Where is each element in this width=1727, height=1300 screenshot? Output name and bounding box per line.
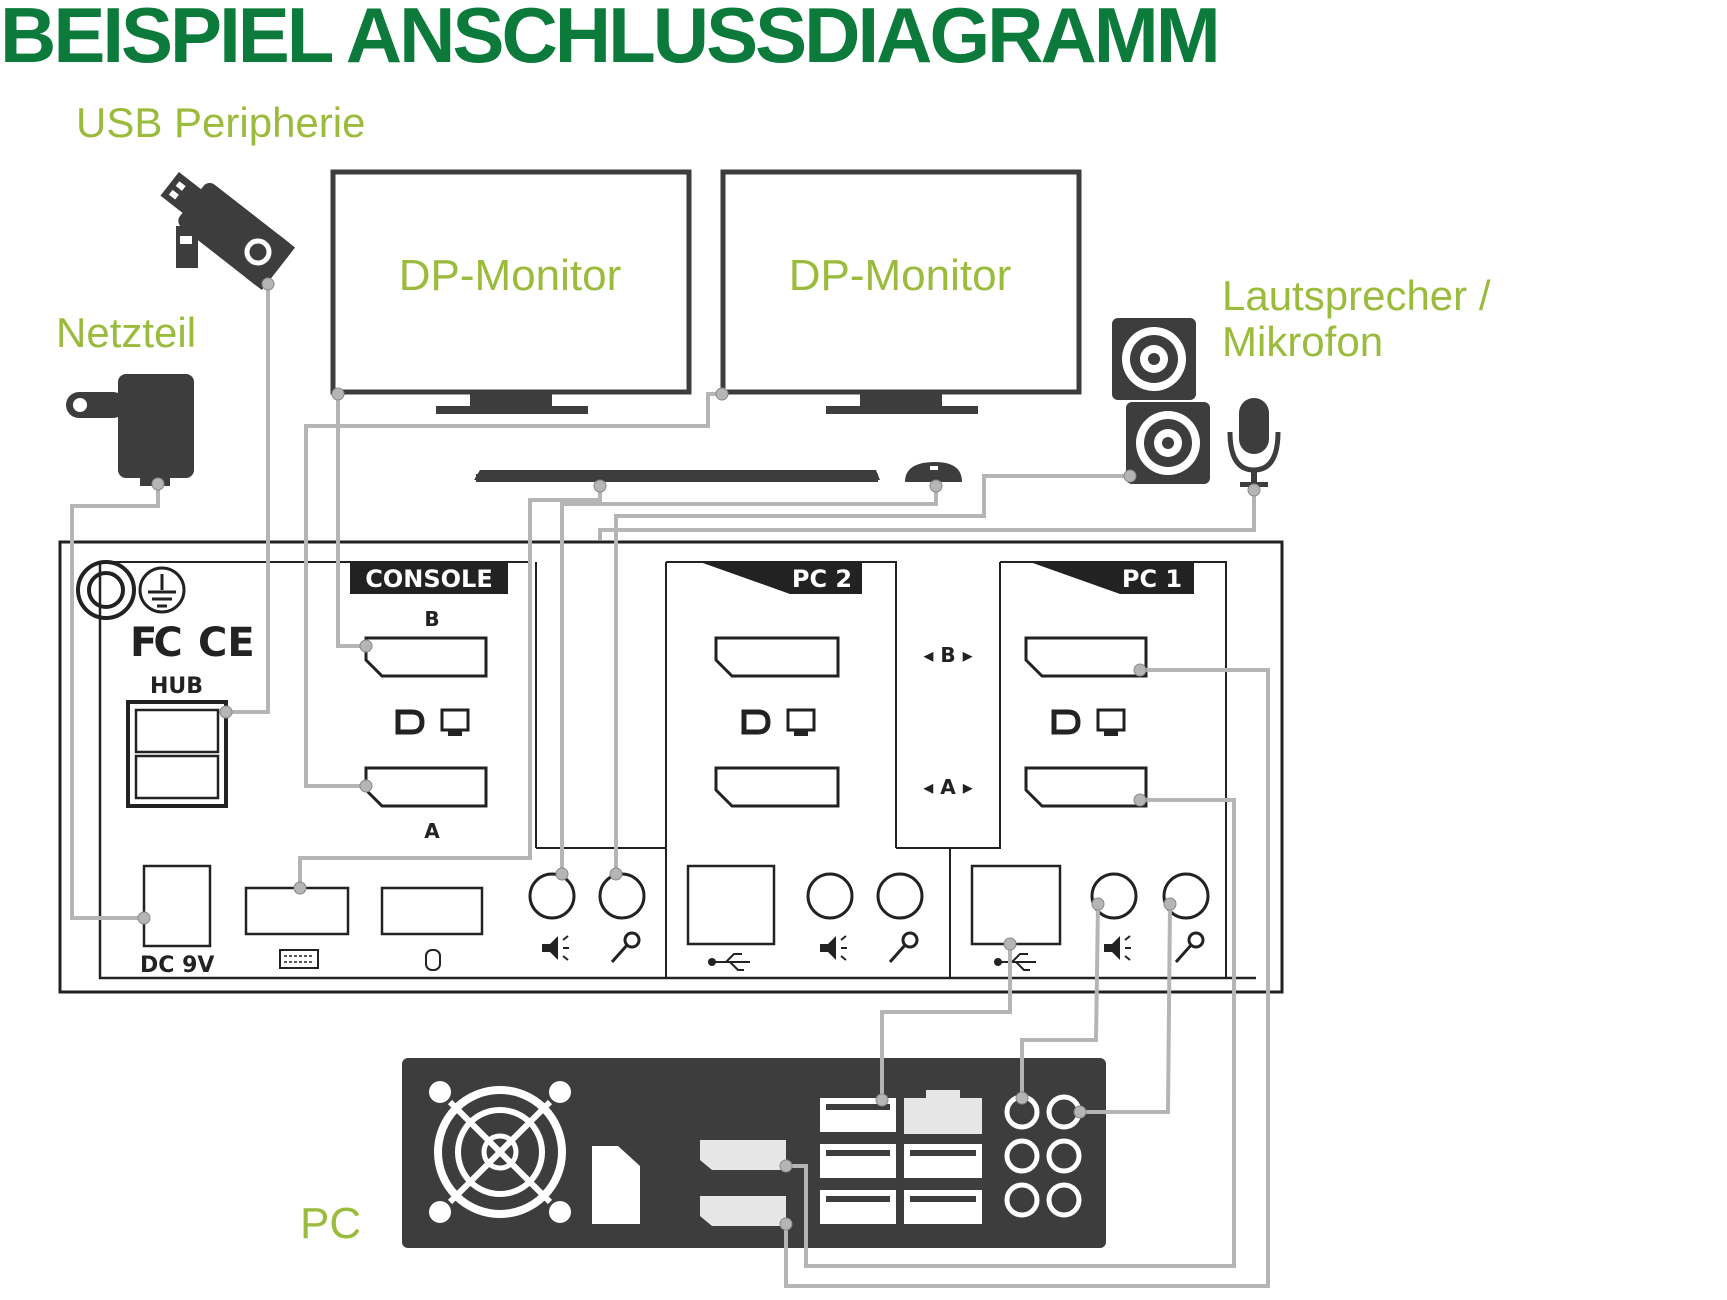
pc1-dp-port-b [1024,636,1148,678]
hub-label: HUB [150,674,203,699]
pc2-displayport-icon [741,708,816,736]
console-mic-jack [598,872,646,920]
pc1-mic-jack [1162,872,1210,920]
dp-monitor-1-label: DP-Monitor [399,251,622,300]
cable-keyboard [298,486,602,888]
speaker-jack-icon [542,935,569,961]
microphone-icon [1227,398,1281,487]
usb-peripherals-label: USB Peripherie [76,99,365,146]
pc2-usb-port [686,864,776,946]
mouse-port-icon [425,949,441,971]
console-keyboard-port [244,886,350,936]
pc-rear-io-panel [402,1058,1106,1248]
pc1-mic-icon [1174,931,1205,963]
pc2-dp-port-a [714,766,840,808]
pc1-speaker-jack [1090,872,1138,920]
pc-power-connector [592,1146,640,1224]
pc1-speaker-icon [1104,935,1131,961]
kvm-switch-rear-panel: FC CE HUB DC 9V CONSOLE B [58,540,1284,994]
earth-ground-icon [138,566,186,614]
dp-monitor-2: DP-Monitor [720,169,1082,414]
ground-screw-icon [76,560,136,620]
console-dp-port-a [364,766,488,808]
fcc-mark: FC [130,620,180,666]
keyboard-icon [474,470,880,482]
pc2-usb-icon [708,953,750,971]
console-label: CONSOLE [365,565,492,593]
dc-power-port [142,864,212,948]
console-dp-port-b [364,636,488,678]
cable-endpoints [137,277,1261,1231]
pc2-mic-jack [876,872,924,920]
pc2-label: PC 2 [792,565,852,593]
dc-label: DC 9V [140,953,214,978]
power-supply-label: Netzteil [56,309,196,356]
console-mouse-port [380,886,484,936]
cable-usb-stick-hub [226,284,270,714]
mouse-icon [905,462,962,482]
speaker-bottom-icon [1126,402,1210,484]
cable-pc1-dp-b [784,668,1270,1288]
keyboard-port-icon [279,949,319,969]
pc-dp-port-1 [700,1140,786,1170]
cable-pc1-usb [880,944,1012,1100]
ce-mark: CE [198,620,255,666]
speaker-mic-label-line2: Mikrofon [1222,318,1383,365]
console-port-a-label: A [424,819,440,843]
cable-power-dc [70,484,160,920]
displayport-icon [395,708,470,736]
cable-pc1-mic [1080,903,1172,1114]
pc1-label: PC 1 [1122,565,1182,593]
switch-b-label: ◂ B ▸ [923,643,972,667]
diagram-title: BEISPIEL ANSCHLUSSDIAGRAMM [0,0,1218,79]
pc-label: PC [300,1199,361,1248]
dp-monitor-2-label: DP-Monitor [789,251,1012,300]
hub-usb-ports [126,700,228,808]
pc1-dp-port-a [1024,766,1148,808]
pc1-usb-port [970,864,1062,946]
pc2-speaker-jack [806,872,854,920]
pc-dp-port-2 [700,1196,786,1226]
pc1-displayport-icon [1051,708,1126,736]
pc-audio-jacks [1004,1094,1082,1218]
fan-icon [429,1081,571,1223]
cable-mouse [560,486,938,874]
cable-speaker [614,474,1130,874]
console-port-b-label: B [424,607,439,631]
pc2-dp-port-b [714,636,840,678]
pc2-mic-icon [888,931,919,963]
cable-pc1-dp-a [786,798,1236,1268]
cables [70,284,1270,1288]
speaker-mic-label-line1: Lautsprecher / [1222,272,1491,319]
pc2-speaker-icon [820,935,847,961]
power-adapter-icon [66,374,194,486]
cable-monitor2-console-a [304,392,722,788]
usb-stick-icon [160,171,296,291]
cable-microphone [598,490,1256,540]
pc-usb-ports [820,1098,982,1224]
pc1-usb-icon [994,953,1036,971]
console-speaker-jack [528,872,576,920]
dp-monitor-1: DP-Monitor [330,169,692,414]
cable-pc1-speaker [1020,903,1100,1098]
pc-lan-port [904,1090,982,1134]
speaker-top-icon [1112,318,1196,400]
cable-monitor1-console-b [336,394,366,648]
mic-jack-icon [610,931,641,963]
switch-a-label: ◂ A ▸ [923,775,972,799]
